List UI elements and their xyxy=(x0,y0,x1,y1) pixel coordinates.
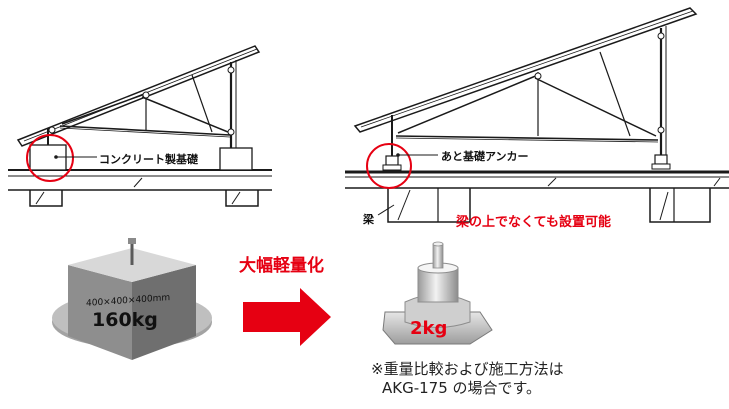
anchor-product-illustration xyxy=(382,241,493,345)
concrete-block-illustration xyxy=(52,238,212,360)
concrete-foundation-label: コンクリート製基礎 xyxy=(99,153,198,166)
headline-lighter: 大幅軽量化 xyxy=(239,256,324,276)
note-line-2: AKG-175 の場合です。 xyxy=(382,379,542,397)
right-rack-illustration xyxy=(345,7,729,223)
lighter-arrow xyxy=(243,288,331,346)
left-leader-dot xyxy=(54,155,58,159)
right-leader-dot xyxy=(396,153,400,157)
left-highlight-circle xyxy=(26,134,74,182)
block-weight-label: 160kg xyxy=(92,309,158,331)
right-highlight-circle xyxy=(366,143,412,189)
note-line-1: ※重量比較および施工方法は xyxy=(371,360,564,378)
anchor-label: あと基礎アンカー xyxy=(441,150,529,163)
beam-leader xyxy=(377,204,395,216)
install-note: 梁の上でなくても設置可能 xyxy=(456,215,611,230)
anchor-weight-label: 2kg xyxy=(410,318,448,339)
beam-label: 梁 xyxy=(363,213,374,226)
left-rack-illustration xyxy=(8,45,272,207)
